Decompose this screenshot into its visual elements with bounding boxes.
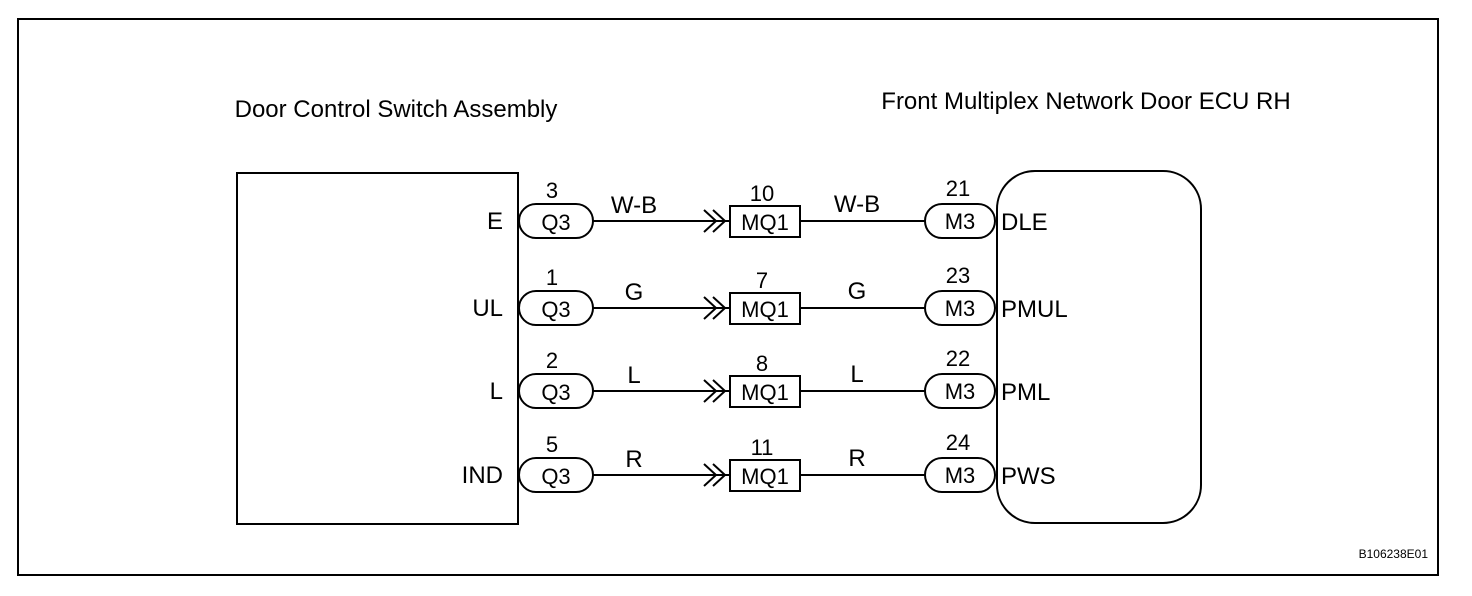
wire-color-label: W-B [611, 192, 657, 219]
left-pin-number: 2 [546, 348, 558, 373]
wire-color-label: G [625, 279, 644, 306]
right-connector-symbol [924, 203, 996, 239]
right-connector-symbol [924, 290, 996, 326]
right-pin-number: 22 [946, 346, 970, 371]
mid-connector-label: MQ1 [741, 297, 789, 322]
right-terminal-label: PWS [1001, 463, 1056, 490]
wire-color-label: L [850, 361, 863, 388]
right-terminal-label: PML [1001, 379, 1050, 406]
left-pin-number: 1 [546, 265, 558, 290]
left-terminal-label: E [487, 208, 503, 235]
door-ecu-box [996, 170, 1202, 524]
connector-arrow [712, 209, 727, 233]
right-connector-label: M3 [945, 379, 976, 404]
wire-color-label: W-B [834, 191, 880, 218]
mid-pin-number: 10 [750, 181, 774, 206]
left-connector-label: Q3 [541, 380, 570, 405]
mid-pin-number: 8 [756, 351, 768, 376]
right-connector-symbol [924, 373, 996, 409]
right-connector-label: M3 [945, 296, 976, 321]
figure-code: B106238E01 [1359, 547, 1429, 561]
right-pin-number: 23 [946, 263, 970, 288]
left-terminal-label: UL [472, 295, 503, 322]
left-connector-label: Q3 [541, 210, 570, 235]
right-terminal-label: DLE [1001, 209, 1048, 236]
diagram-frame [17, 18, 1439, 576]
wire-color-label: R [625, 446, 642, 473]
mid-connector-symbol [729, 292, 801, 325]
left-terminal-label: L [490, 378, 503, 405]
left-component-title: Door Control Switch Assembly [235, 96, 558, 123]
door-control-switch-box [236, 172, 519, 525]
mid-connector-label: MQ1 [741, 380, 789, 405]
connector-arrow [703, 209, 718, 233]
right-component-title: Front Multiplex Network Door ECU RH [881, 88, 1290, 115]
left-pin-number: 3 [546, 178, 558, 203]
right-terminal-label: PMUL [1001, 296, 1068, 323]
mid-pin-number: 11 [751, 435, 774, 460]
right-pin-number: 21 [946, 176, 970, 201]
connector-arrow [712, 379, 727, 403]
connector-arrow [703, 463, 718, 487]
right-pin-number: 24 [946, 430, 970, 455]
wire-color-label: G [848, 278, 867, 305]
right-connector-label: M3 [945, 209, 976, 234]
connector-arrow [712, 463, 727, 487]
wire-color-label: R [848, 445, 865, 472]
left-terminal-label: IND [462, 462, 503, 489]
connector-arrow [703, 379, 718, 403]
mid-connector-label: MQ1 [741, 210, 789, 235]
mid-pin-number: 7 [756, 268, 768, 293]
mid-connector-label: MQ1 [741, 464, 789, 489]
right-connector-label: M3 [945, 463, 976, 488]
connector-arrow [703, 296, 718, 320]
wire-color-label: L [627, 362, 640, 389]
connector-arrow [712, 296, 727, 320]
left-pin-number: 5 [546, 432, 558, 457]
left-connector-label: Q3 [541, 297, 570, 322]
right-connector-symbol [924, 457, 996, 493]
left-connector-label: Q3 [541, 464, 570, 489]
